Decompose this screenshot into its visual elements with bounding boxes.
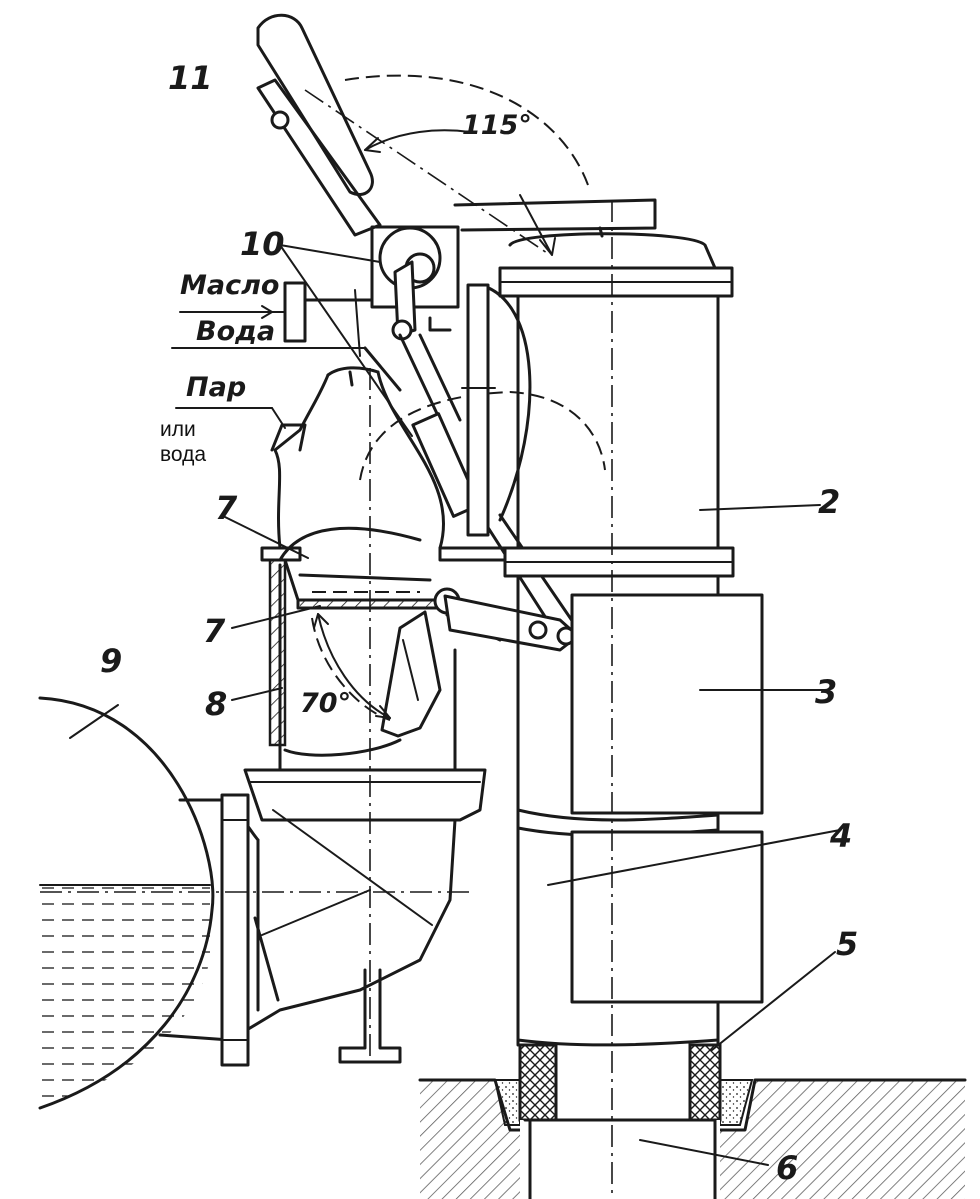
label-9: 9	[100, 642, 123, 680]
label-voda: Вода	[196, 316, 276, 347]
seal-and-foundation	[418, 951, 967, 1199]
label-11: 11	[168, 59, 213, 97]
label-10: 10	[240, 225, 285, 263]
label-maslo: Масло	[180, 270, 280, 301]
outlet-elbow	[40, 768, 487, 1067]
label-7-lower: 7	[203, 612, 226, 650]
label-4: 4	[830, 817, 853, 855]
label-angle-70: 70°	[300, 688, 352, 719]
inlet-pipes	[171, 244, 413, 719]
body-8	[260, 526, 522, 772]
column-2	[461, 232, 821, 578]
label-6: 6	[776, 1149, 799, 1187]
linkage-10	[370, 225, 580, 652]
upper-chamber	[270, 366, 606, 550]
centre-axes	[369, 200, 613, 1199]
label-angle-115: 115°	[462, 110, 532, 141]
label-7-upper: 7	[215, 489, 238, 527]
label-8: 8	[205, 685, 228, 723]
label-2: 2	[818, 483, 841, 521]
lever-11	[256, 13, 657, 256]
column-3-4	[516, 574, 841, 1047]
label-ili: или	[160, 418, 196, 441]
label-3: 3	[815, 673, 838, 711]
label-5: 5	[836, 925, 859, 963]
label-par: Пар	[186, 372, 247, 403]
tank-9	[38, 696, 215, 1110]
label-voda-plain: вода	[160, 443, 207, 466]
